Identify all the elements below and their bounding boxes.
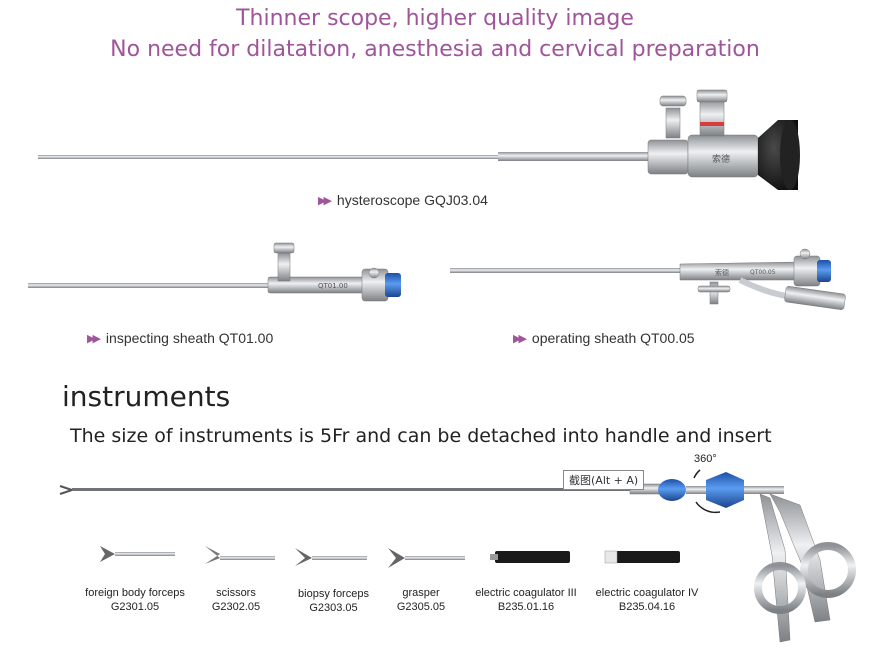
instrument-assembly-image	[59, 469, 856, 643]
operating-sheath-caption: ▶▶ operating sheath QT00.05	[513, 330, 695, 346]
instrument-blue-knob	[658, 479, 686, 501]
hysteroscope-sleeve	[647, 139, 689, 175]
instrument-label-foreign-body-forceps: foreign body forceps G2301.05	[75, 586, 195, 614]
instrument-name: grasper	[402, 587, 440, 599]
instrument-tips-image	[100, 546, 680, 568]
hysteroscope-etched-text: 索德	[712, 153, 730, 165]
operating-sheath-tube	[450, 268, 690, 273]
instrument-code: B235.04.16	[618, 601, 676, 613]
hysteroscope-stopcock-cap	[659, 95, 687, 107]
operating-sheath-stopcock-handle	[697, 285, 731, 293]
inspecting-sheath-blue-cap	[385, 273, 401, 297]
caption-arrow-icon: ▶▶	[318, 194, 332, 207]
instrument-name: scissors	[216, 587, 256, 599]
instrument-label-biopsy-forceps: biopsy forceps G2303.05	[286, 587, 381, 615]
hysteroscope-label: hysteroscope GQJ03.04	[336, 192, 488, 208]
hysteroscope-shaft-thick	[498, 152, 648, 161]
inspecting-sheath-knob	[368, 267, 380, 279]
electric-coagulator-4-tip	[604, 550, 680, 564]
hysteroscope-light-port	[699, 99, 725, 137]
operating-sheath-knob	[799, 248, 811, 260]
instrument-connector	[686, 486, 706, 494]
rotation-arrow-lower-icon	[695, 501, 721, 514]
hysteroscope-eyecup	[780, 120, 800, 190]
inspecting-sheath-stopcock	[277, 252, 291, 282]
instrument-finger-ring	[800, 542, 856, 598]
operating-sheath-connector	[784, 286, 846, 310]
foreign-body-forceps-tip	[100, 546, 175, 562]
electric-coagulator-3-tip	[490, 551, 570, 563]
headline-line-1: Thinner scope, higher quality image	[236, 6, 634, 31]
instrument-thumb-ring	[754, 562, 806, 614]
instrument-code: G2301.05	[110, 601, 160, 613]
operating-sheath-etched-code: QT00.05	[750, 269, 776, 276]
operating-sheath-lock	[793, 255, 821, 287]
biopsy-forceps-tip	[295, 548, 367, 566]
rotation-angle-label: 360°	[694, 453, 717, 465]
instrument-label-electric-coagulator-4: electric coagulator IV B235.04.16	[588, 586, 706, 614]
instrument-handle-spring	[744, 486, 784, 494]
headline-line-2: No need for dilatation, anesthesia and c…	[110, 37, 760, 62]
hysteroscope-caption: ▶▶ hysteroscope GQJ03.04	[318, 192, 488, 208]
instrument-name: biopsy forceps	[298, 588, 369, 600]
operating-sheath-image: 索德 QT00.05	[450, 248, 846, 310]
inspecting-sheath-label: inspecting sheath QT01.00	[105, 330, 274, 346]
hysteroscope-light-connector	[696, 89, 728, 103]
operating-sheath-blue-cap	[817, 260, 831, 282]
instrument-label-electric-coagulator-3: electric coagulator III B235.01.16	[467, 586, 585, 614]
inspecting-sheath-caption: ▶▶ inspecting sheath QT01.00	[87, 330, 273, 346]
instrument-shaft	[72, 488, 632, 491]
operating-sheath-etched-text: 索德	[715, 268, 729, 277]
instruments-title: instruments	[62, 380, 231, 413]
screenshot-tooltip: 截图(Alt + A)	[563, 470, 645, 490]
operating-sheath-body	[679, 261, 801, 281]
instrument-name: electric coagulator III	[475, 587, 577, 599]
inspecting-sheath-tube	[28, 283, 268, 288]
inspecting-sheath-etched-text: QT01.00	[318, 282, 348, 290]
instrument-label-grasper: grasper G2305.05	[386, 586, 456, 614]
hysteroscope-red-ring	[700, 122, 724, 126]
instruments-subtitle: The size of instruments is 5Fr and can b…	[70, 425, 772, 447]
caption-arrow-icon: ▶▶	[87, 332, 101, 345]
rotation-arrow-icon	[693, 469, 701, 479]
instrument-name: foreign body forceps	[85, 587, 185, 599]
inspecting-sheath-stopcock-cap	[273, 242, 295, 254]
instrument-label-scissors: scissors G2302.05	[196, 586, 276, 614]
operating-sheath-label: operating sheath QT00.05	[531, 330, 695, 346]
instrument-code: G2305.05	[396, 601, 446, 613]
instrument-code: G2302.05	[211, 601, 261, 613]
hysteroscope-stopcock	[665, 107, 681, 139]
instrument-code: G2303.05	[309, 602, 358, 614]
instrument-name: electric coagulator IV	[595, 587, 699, 599]
inspecting-sheath-image: QT01.00	[28, 242, 401, 302]
operating-sheath-stopcock	[709, 281, 719, 305]
grasper-tip	[388, 548, 465, 568]
caption-arrow-icon: ▶▶	[513, 332, 527, 345]
instrument-code: B235.01.16	[497, 601, 555, 613]
instrument-rotation-wheel	[706, 472, 744, 508]
hysteroscope-image: 索德	[38, 89, 800, 190]
hysteroscope-shaft	[38, 155, 498, 159]
scissors-tip	[205, 546, 275, 564]
instrument-jaw-tip	[59, 485, 76, 495]
